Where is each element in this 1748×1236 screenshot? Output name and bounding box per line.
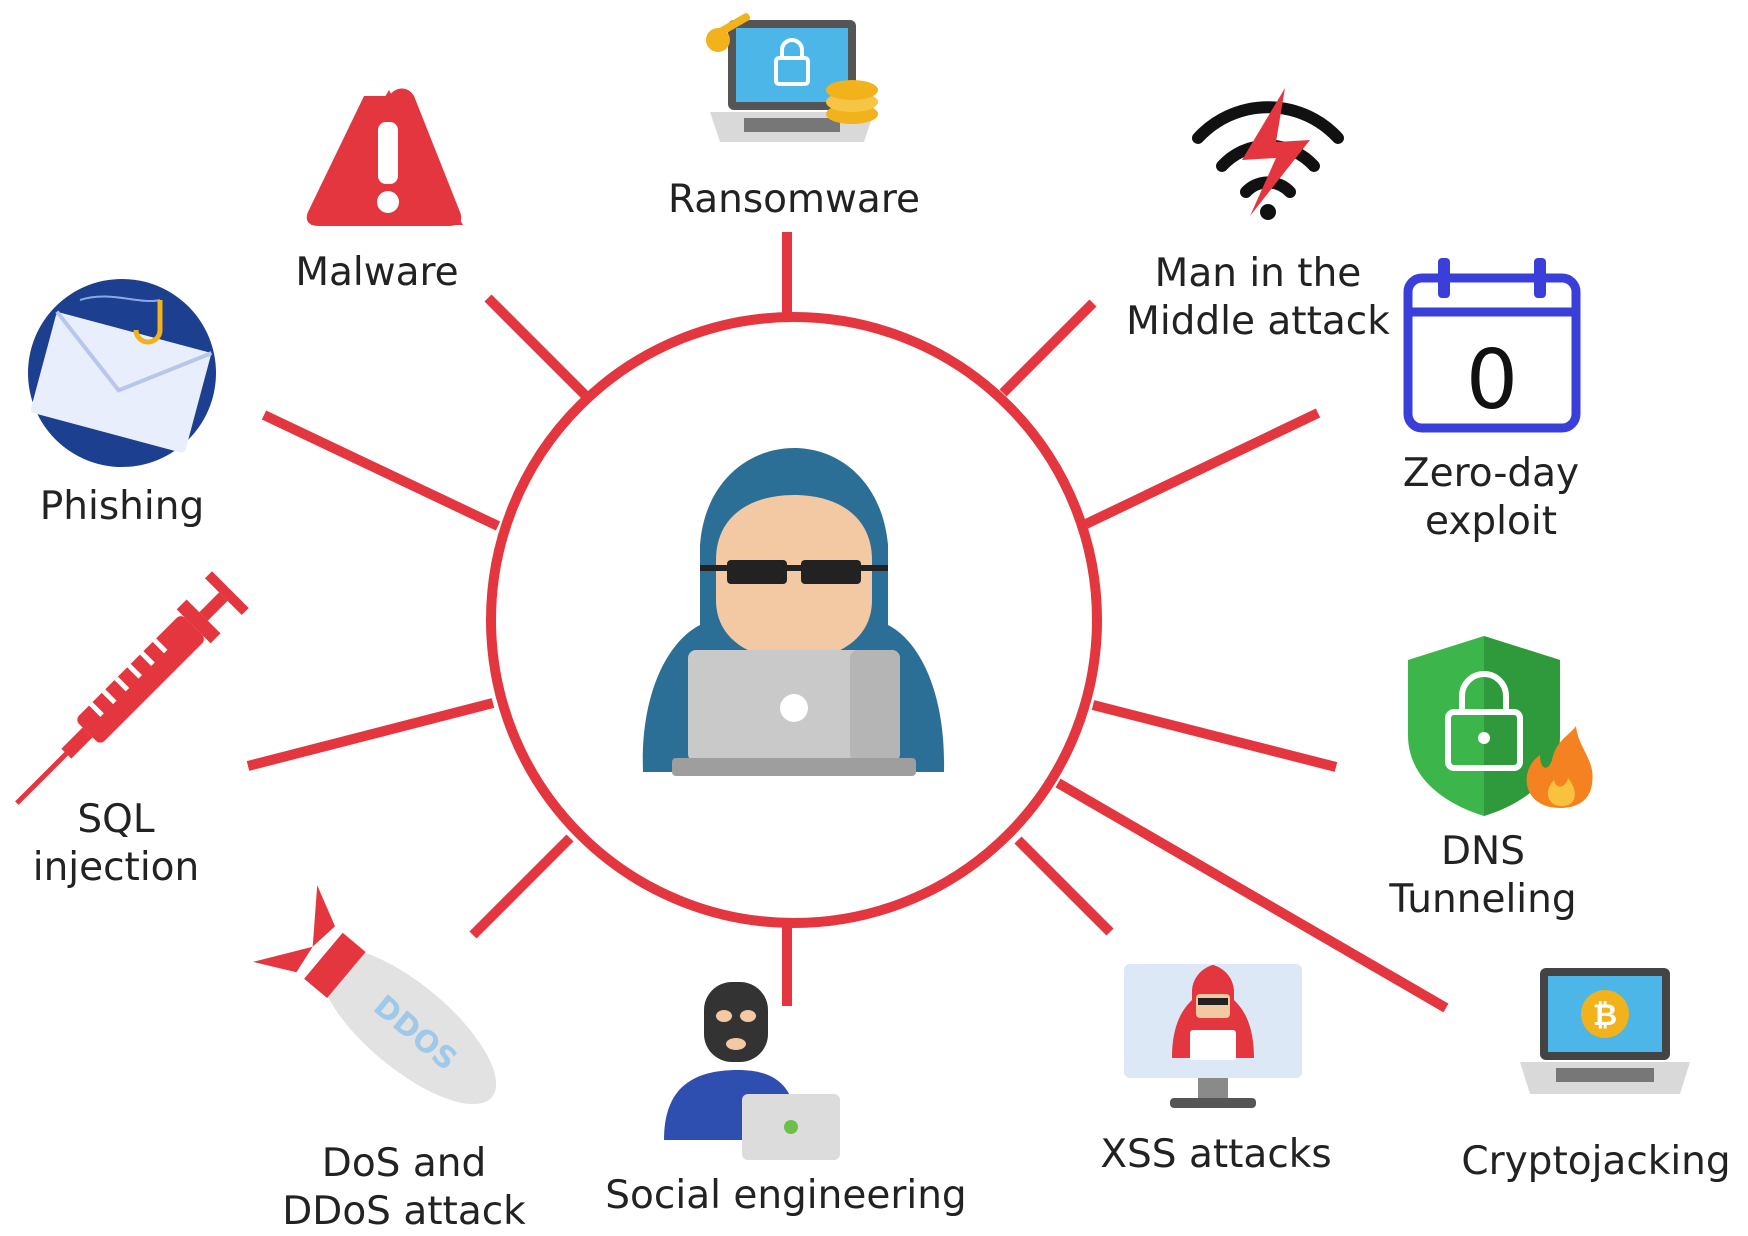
label-sql-line-1: SQL: [77, 797, 155, 842]
spoke-phishing: [261, 410, 501, 531]
masked-person-laptop-icon: [664, 982, 840, 1160]
warning-triangle-icon: [306, 88, 463, 226]
label-zero-day: Zero-day exploit: [1403, 450, 1579, 546]
label-phishing: Phishing: [39, 484, 205, 529]
spoke-dns: [1091, 700, 1338, 772]
shield-lock-fire-icon: [1408, 636, 1593, 816]
label-dns: DNS Tunneling: [1389, 828, 1576, 924]
center-ring: [486, 312, 1102, 928]
label-cryptojacking: Cryptojacking: [1461, 1139, 1731, 1184]
label-xss: XSS attacks: [1100, 1132, 1332, 1177]
spoke-xss: [1014, 836, 1114, 936]
label-mitm-line-1: Man in the: [1154, 251, 1362, 296]
label-sql-line-2: injection: [32, 845, 200, 890]
spoke-mitm: [999, 299, 1097, 397]
label-ddos-line-1: DoS and: [321, 1141, 487, 1186]
label-mitm-line-2: Middle attack: [1126, 299, 1390, 344]
spoke-sql: [246, 698, 495, 771]
spoke-ddos: [469, 834, 574, 939]
label-ransomware: Ransomware: [668, 177, 920, 222]
calendar-digit: 0: [1466, 333, 1518, 428]
label-dns-line-1: DNS: [1441, 829, 1525, 874]
bitcoin-laptop-icon: ₿: [1520, 968, 1690, 1094]
label-zero-day-line-2: exploit: [1425, 499, 1557, 544]
spoke-zero-day: [1083, 408, 1321, 529]
label-ddos: DoS and DDoS attack: [282, 1140, 525, 1236]
label-ddos-line-2: DDoS attack: [282, 1189, 526, 1234]
label-malware: Malware: [295, 250, 459, 295]
spoke-crypto: [1055, 778, 1449, 1013]
calendar-zero-icon: 0: [1403, 258, 1581, 433]
spokes: [246, 232, 1449, 1013]
label-sql: SQL injection: [33, 796, 200, 892]
broken-wifi-icon: [1192, 88, 1344, 220]
label-dns-line-2: Tunneling: [1389, 877, 1577, 922]
hooked-envelope-icon: [28, 279, 216, 467]
hacker-with-laptop-icon: [642, 448, 945, 776]
label-zero-day-line-1: Zero-day: [1402, 451, 1580, 496]
hacker-monitor-icon: [1124, 964, 1302, 1108]
label-mitm: Man in the Middle attack: [1126, 250, 1390, 346]
syringe-icon: [15, 571, 249, 805]
spoke-malware: [484, 294, 589, 399]
locked-laptop-with-coins-icon: [706, 13, 878, 142]
label-social: Social engineering: [605, 1173, 967, 1218]
svg-text:₿: ₿: [1593, 998, 1617, 1033]
